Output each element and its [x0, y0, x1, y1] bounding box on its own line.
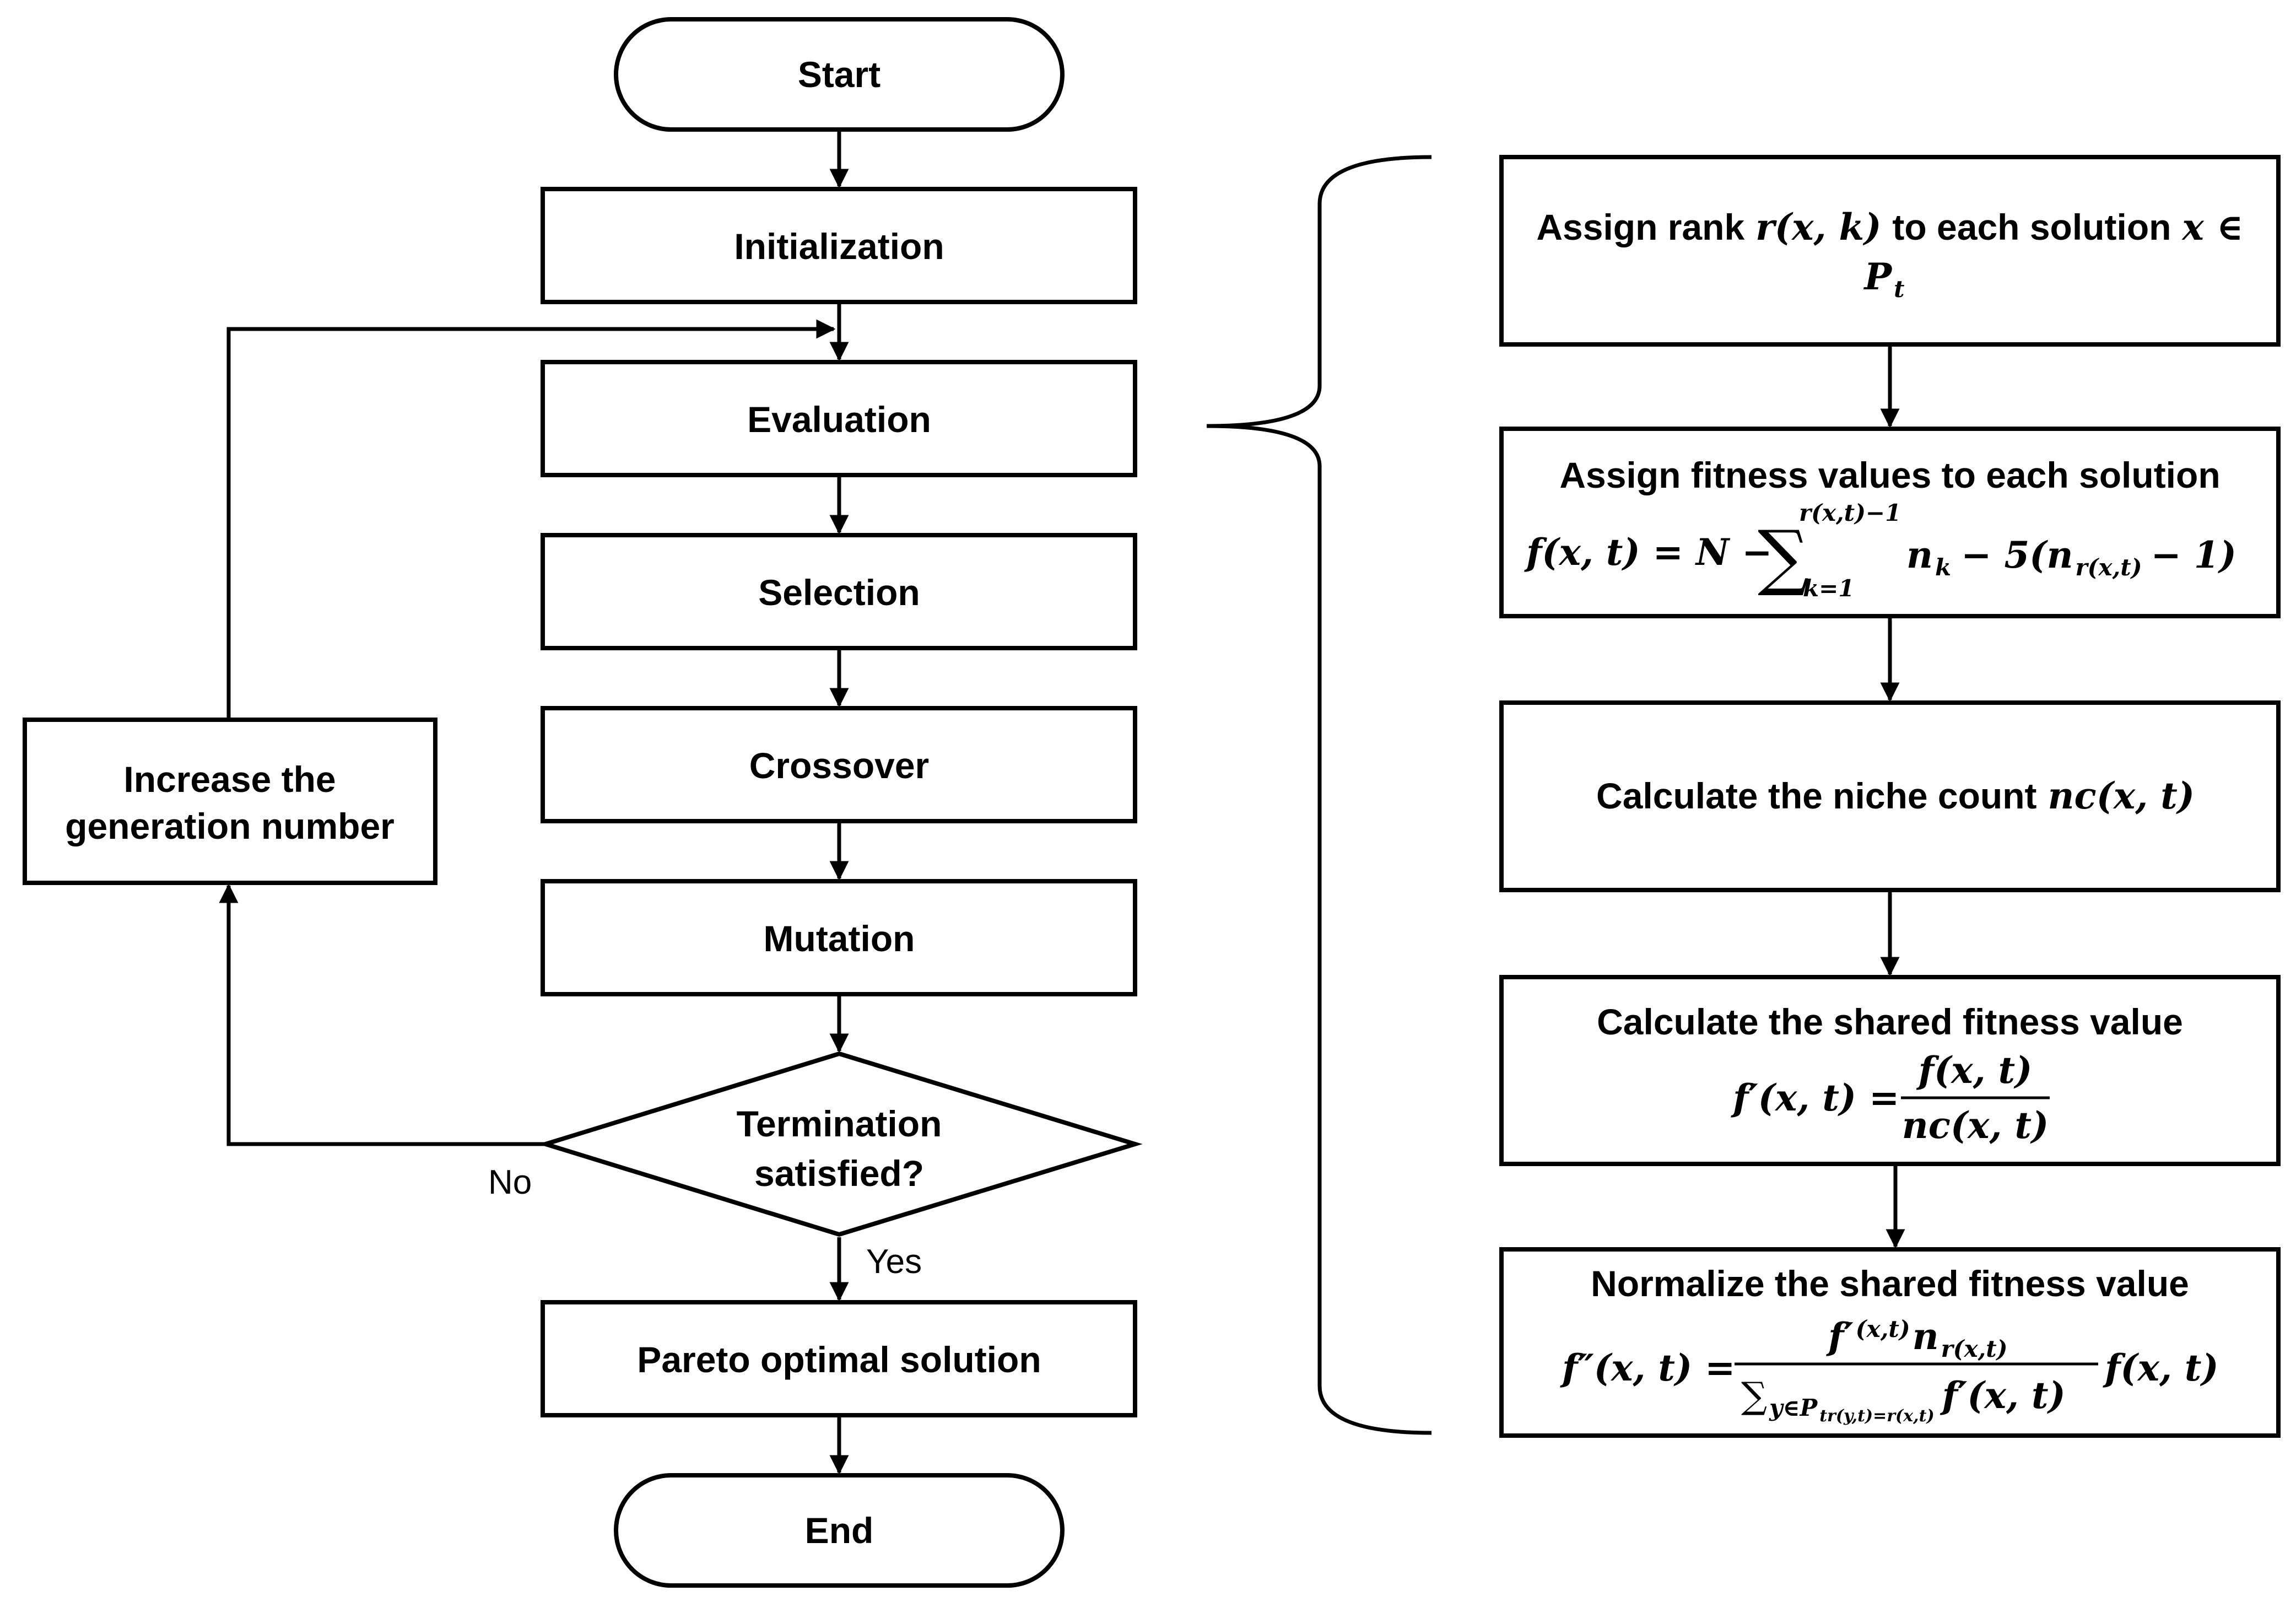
fitness-lhs: f(x, t) = N −	[1524, 531, 1773, 574]
fitness-sum-lower: k=1	[1803, 575, 1855, 602]
fitness-sum: ∑	[1758, 515, 1809, 598]
no-label: No	[488, 1163, 532, 1201]
assign-rank-text: Assign rank	[1536, 207, 1744, 247]
normalize-den-sub: y∈P	[1769, 1394, 1818, 1421]
termination-label-line2: satisfied?	[754, 1153, 924, 1194]
pareto-node: Pareto optimal solution	[541, 1300, 1137, 1417]
arrow-no-to-increase	[219, 883, 545, 1146]
shared-den: nc(x, t)	[1902, 1104, 2049, 1147]
normalize-denominator: ∑ y∈P tr(y,t)=r(x,t) f′(x, t)	[1741, 1374, 2066, 1426]
fitness-term2-end: − 1)	[2151, 533, 2236, 576]
fitness-term2-sub: r(x,t)	[2076, 554, 2142, 581]
selection-label: Selection	[758, 572, 920, 613]
right-connectors	[1880, 344, 1905, 1249]
fitness-term2: − 5(n	[1961, 533, 2073, 576]
selection-node: Selection	[541, 533, 1137, 650]
normalize-num-sup: (x,t)	[1856, 1315, 1910, 1342]
normalize-rhs: f(x, t)	[2103, 1346, 2219, 1389]
yes-label: Yes	[866, 1243, 922, 1281]
normalize-den-tail: f′(x, t)	[1940, 1374, 2066, 1417]
end-node: End	[614, 1473, 1065, 1588]
start-label: Start	[798, 54, 880, 95]
connectors	[219, 130, 849, 1475]
normalize-title: Normalize the shared fitness value	[1591, 1263, 2189, 1304]
termination-node: Termination satisfied?	[538, 1051, 1143, 1237]
normalize-den-subsub: tr(y,t)=r(x,t)	[1819, 1406, 1934, 1426]
normalize-numerator: f′ (x,t) n r(x,t)	[1826, 1315, 2008, 1362]
normalize-den-sum: ∑	[1741, 1374, 1767, 1417]
crossover-node: Crossover	[541, 706, 1137, 823]
niche-count-node: Calculate the niche count nc(x, t)	[1499, 700, 2281, 892]
evaluation-node: Evaluation	[541, 360, 1137, 477]
increase-label-line1: Increase the	[123, 759, 336, 800]
assign-rank-math: r(x, k)	[1755, 206, 1881, 249]
assign-rank-node: Assign rank r(x, k) to each solution x ∈…	[1499, 155, 2281, 347]
curly-brace	[1206, 155, 1432, 1435]
mutation-label: Mutation	[764, 918, 915, 959]
shared-lhs: f′(x, t) =	[1731, 1076, 1899, 1119]
normalize-node: Normalize the shared fitness value f″(x,…	[1499, 1247, 2281, 1438]
shared-num: f(x, t)	[1916, 1049, 2033, 1092]
normalize-num-sub: r(x,t)	[1941, 1335, 2008, 1362]
normalize-num-f: f′	[1826, 1315, 1854, 1358]
assign-fitness-node: Assign fitness values to each solution f…	[1499, 427, 2281, 618]
normalize-num-n: n	[1913, 1315, 1939, 1358]
fitness-terms: n k − 5(n r(x,t) − 1)	[1906, 533, 2236, 581]
pareto-label: Pareto optimal solution	[637, 1339, 1041, 1380]
arrow-increase-to-eval	[226, 319, 836, 720]
assign-rank-line1: Assign rank r(x, k) to each solution x ∈	[1536, 206, 2243, 249]
fitness-n: n	[1906, 533, 1933, 576]
shared-title: Calculate the shared fitness value	[1597, 1001, 2183, 1042]
niche-text: Calculate the niche count	[1596, 775, 2036, 816]
increase-label-line2: generation number	[65, 806, 395, 846]
normalize-lhs: f″(x, t) =	[1560, 1346, 1735, 1389]
initialization-label: Initialization	[734, 226, 944, 267]
assign-rank-P-sub: t	[1894, 276, 1904, 303]
niche-math: nc(x, t)	[2048, 774, 2195, 817]
fitness-title: Assign fitness values to each solution	[1559, 455, 2220, 495]
termination-label-line1: Termination	[737, 1103, 942, 1144]
assign-rank-math2: x ∈	[2181, 206, 2243, 249]
initialization-node: Initialization	[541, 187, 1137, 304]
niche-line: Calculate the niche count nc(x, t)	[1596, 774, 2195, 817]
mutation-node: Mutation	[541, 879, 1137, 996]
start-node: Start	[614, 17, 1065, 132]
end-label: End	[805, 1510, 874, 1551]
assign-rank-line2: P t	[1863, 255, 1904, 303]
evaluation-label: Evaluation	[747, 399, 931, 440]
fitness-n-sub: k	[1935, 554, 1951, 581]
crossover-label: Crossover	[749, 745, 930, 786]
assign-rank-P: P	[1863, 255, 1893, 298]
shared-fitness-node: Calculate the shared fitness value f′(x,…	[1499, 975, 2281, 1166]
assign-rank-text2: to each solution	[1892, 207, 2171, 247]
increase-generation-node: Increase the generation number	[23, 718, 437, 885]
fitness-sum-upper: r(x,t)−1	[1799, 499, 1901, 526]
